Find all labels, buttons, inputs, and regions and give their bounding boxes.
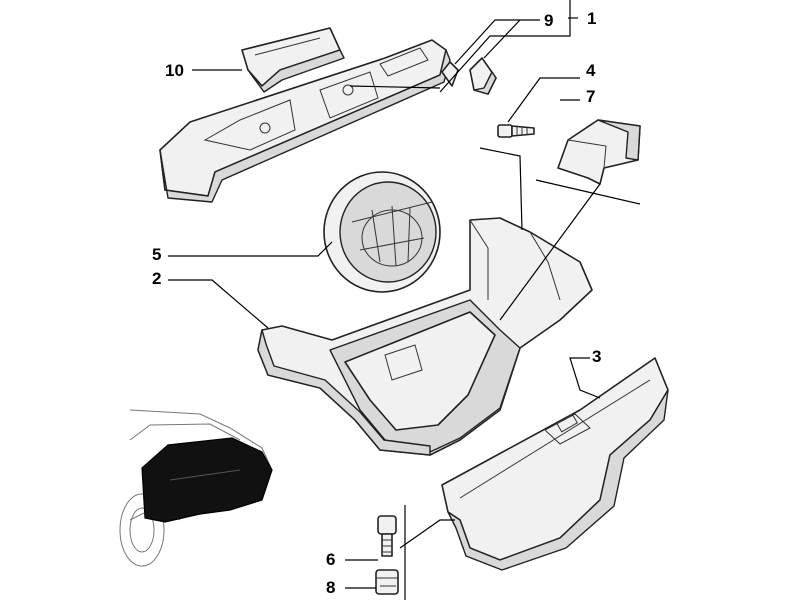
callout-5: 5 [152,245,161,264]
screw-part-4 [497,124,535,138]
spare-wheel-part-5 [323,171,441,293]
callout-3: 3 [592,347,601,366]
bolt-part-6 [377,515,397,557]
rear-sill-cover-part-3 [441,357,669,571]
car-silhouette [119,409,273,567]
rear-trim-panel [159,39,451,203]
callout-6: 6 [326,550,335,569]
callout-9: 9 [544,11,553,30]
callout-10: 10 [165,61,184,80]
leader-lines [168,0,641,600]
bracket-part-10 [241,27,345,93]
callout-7: 7 [586,87,595,106]
cover-block-part-7 [557,119,641,185]
nut-part-8 [375,569,399,595]
callout-8: 8 [326,578,335,597]
callout-2: 2 [152,269,161,288]
callouts: 1 9 10 4 7 5 2 3 6 8 [152,9,601,597]
callout-4: 4 [586,61,596,80]
callout-1: 1 [587,9,596,28]
clips-part-9 [441,57,497,95]
trunk-tray-part-2 [257,217,593,456]
trunk-cover [141,437,273,523]
